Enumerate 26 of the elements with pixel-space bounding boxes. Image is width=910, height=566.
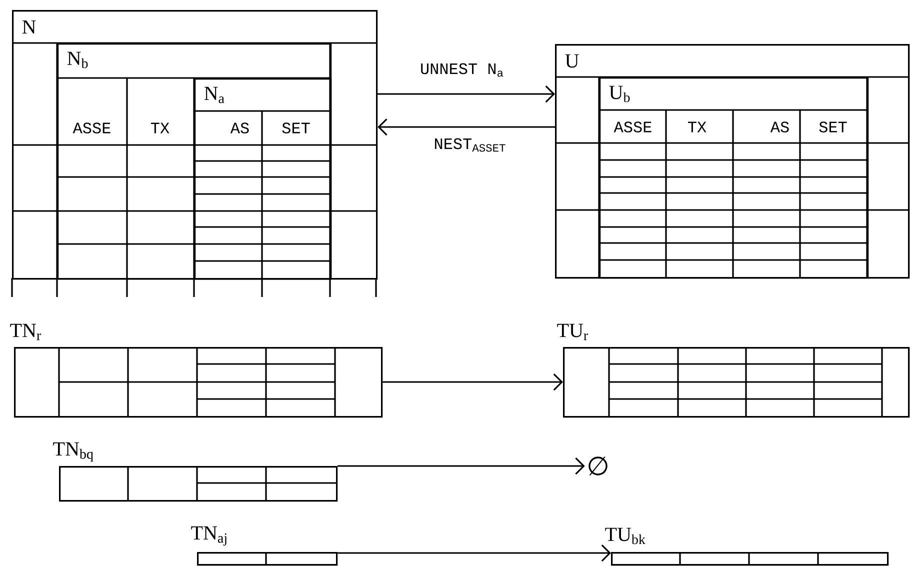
node-label: TN$_{bq}$ xyxy=(53,442,94,462)
column-header: AS xyxy=(230,122,249,134)
node-label: TN$_{aj}$ xyxy=(191,526,226,546)
node-label: TU$_{bk}$ xyxy=(605,528,646,544)
column-header: SET xyxy=(282,122,310,134)
edge-label: NEST$_{ASSET}$ xyxy=(432,137,508,153)
column-header: SET xyxy=(819,122,847,132)
arrow xyxy=(382,373,563,391)
arrow xyxy=(378,118,555,136)
table: TN$_{r}$ xyxy=(10,324,383,418)
column-header: ASSE xyxy=(72,122,110,134)
column-header: AS xyxy=(770,122,789,132)
column-header: ASSE xyxy=(614,122,652,132)
node-label: TN$_{r}$ xyxy=(10,324,42,340)
arrow xyxy=(338,544,611,562)
table: TN$_{aj}$ xyxy=(191,526,338,566)
node-label: TU$_{r}$ xyxy=(557,324,588,340)
edge-label: UNNEST N$_{a}$ xyxy=(419,62,506,78)
arrow xyxy=(338,457,585,475)
column-header: TX xyxy=(151,122,170,134)
empty-set-symbol: ∅ xyxy=(588,456,608,476)
table: TU$_{r}$ xyxy=(557,324,910,418)
table: TU$_{bk}$ xyxy=(605,528,889,566)
table: TN$_{bq}$ xyxy=(53,442,338,502)
column-header: TX xyxy=(688,122,706,132)
arrow xyxy=(378,85,555,103)
